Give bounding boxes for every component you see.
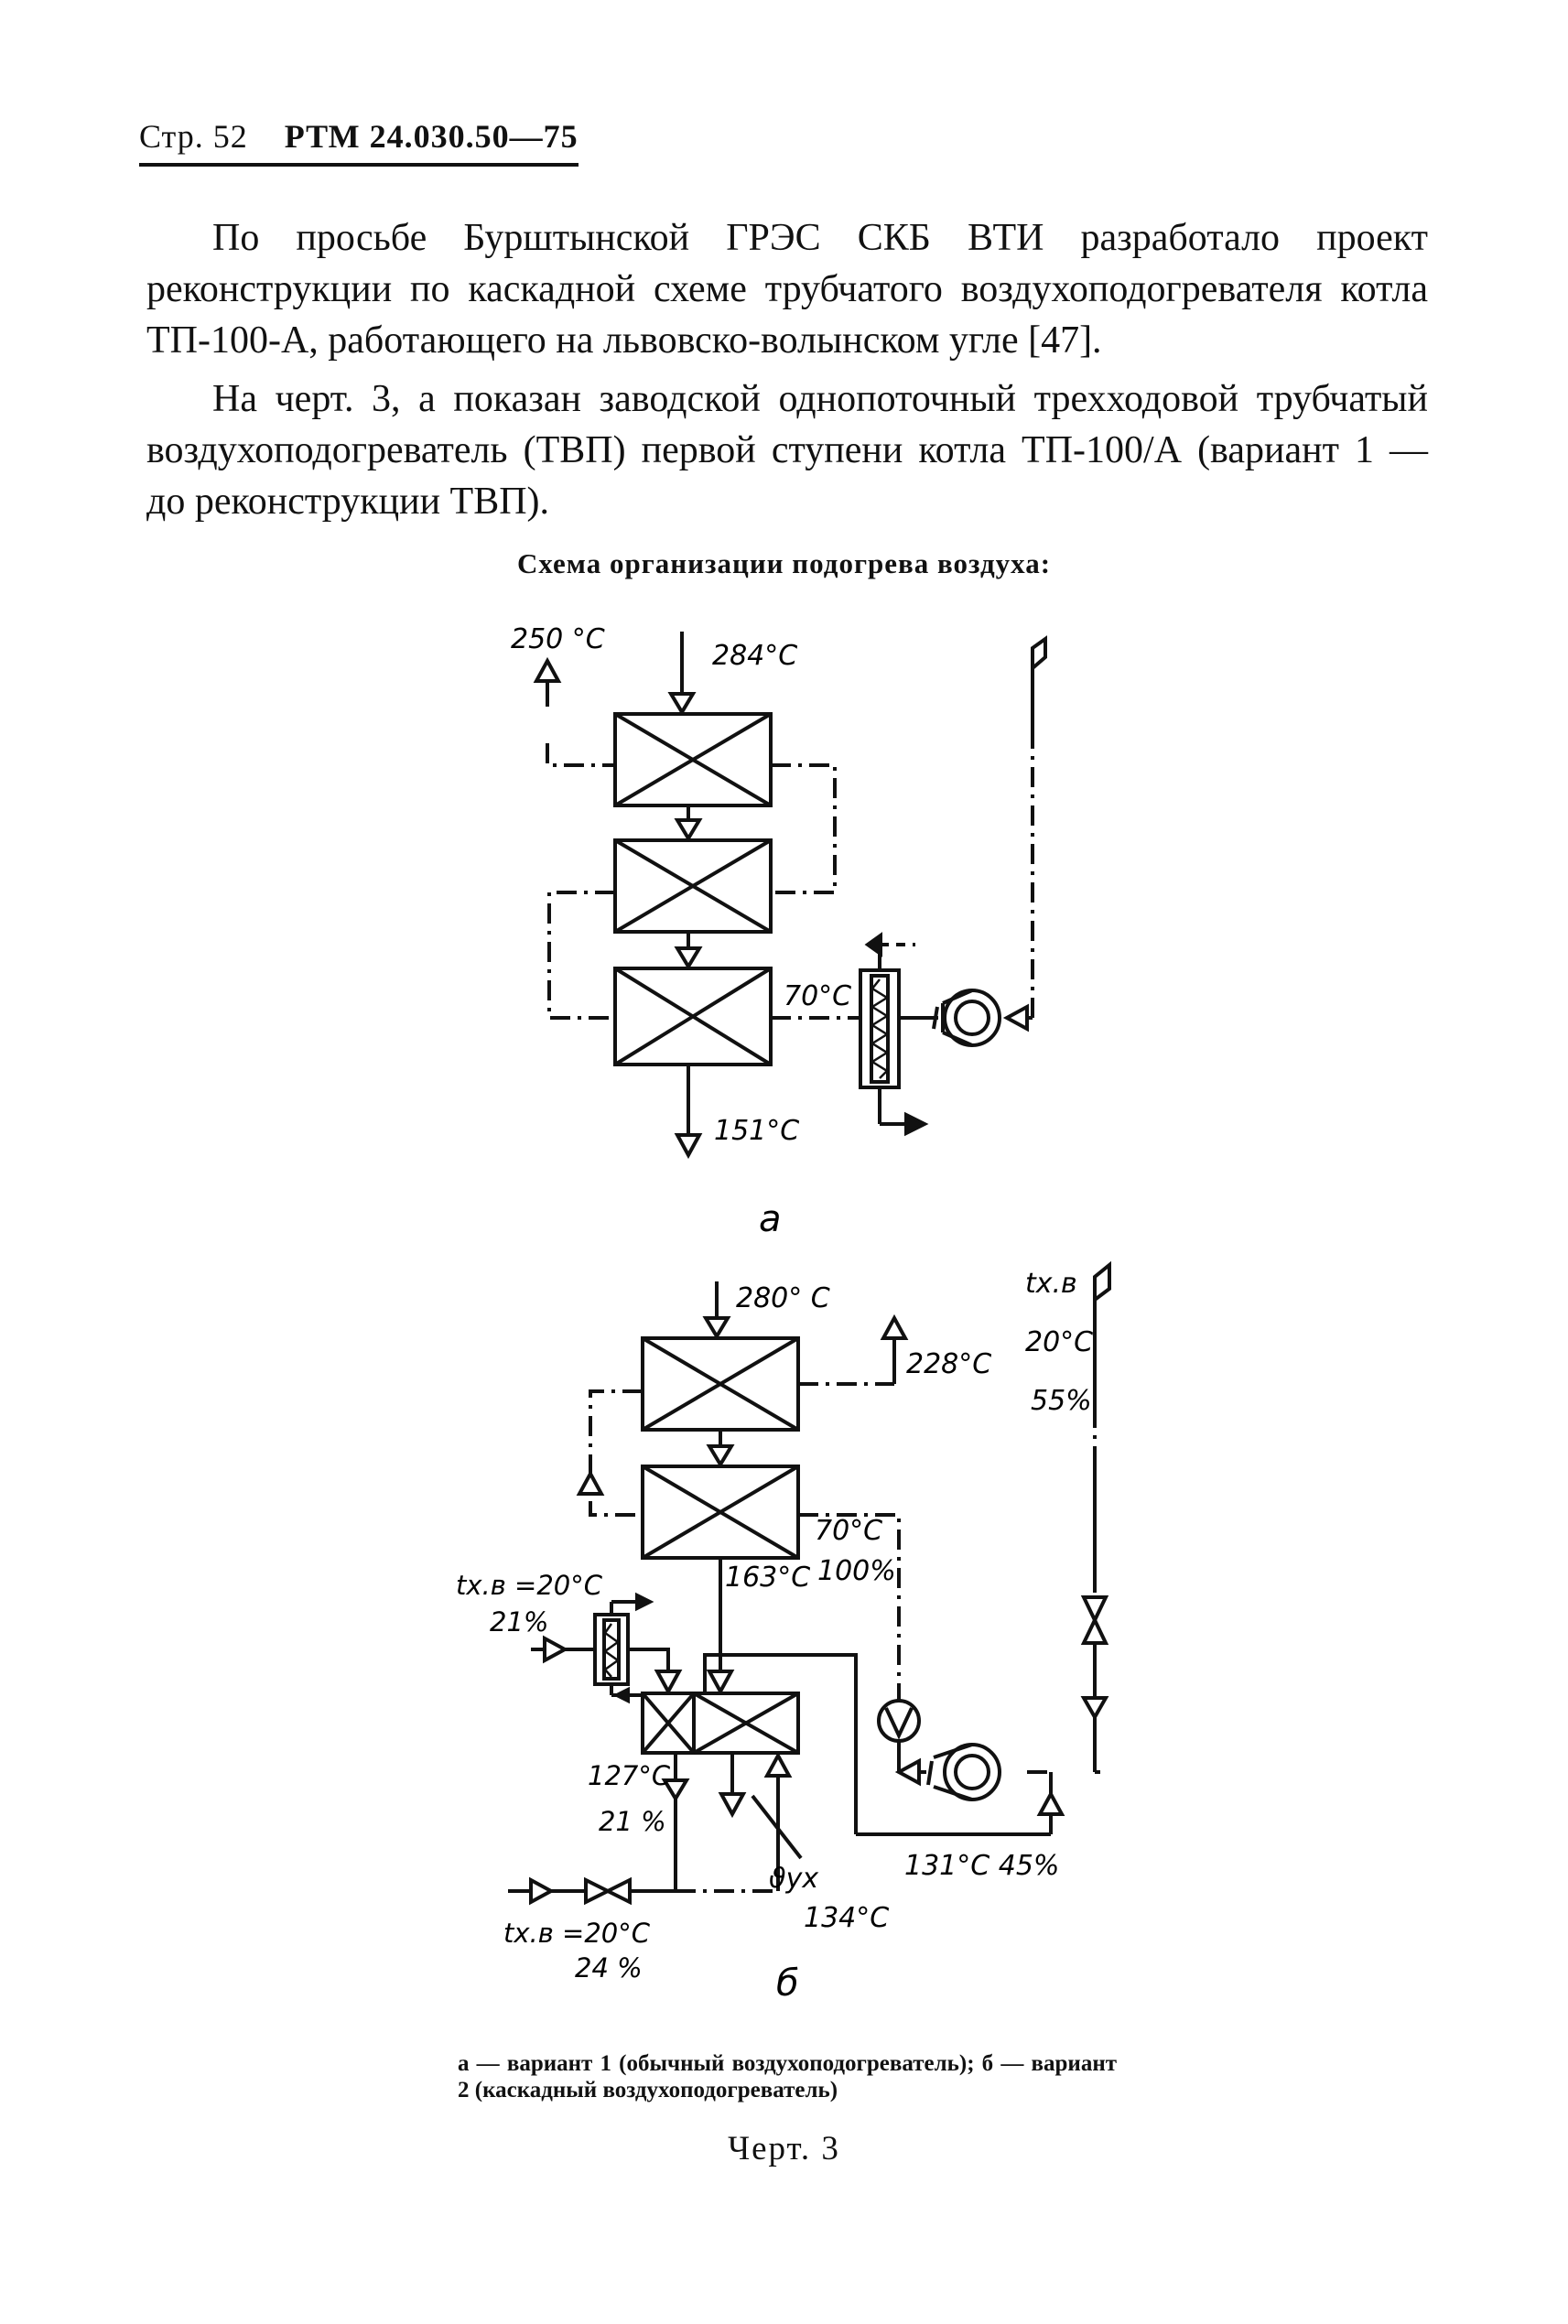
figure-legend: а — вариант 1 (обычный воздухоподогреват… [458, 2051, 1117, 2102]
b-exhaust-symbol: ϑух [769, 1863, 818, 1895]
b-mix-pct: 21 % [599, 1806, 666, 1837]
b-exhaust-temp: 134°C [804, 1902, 889, 1934]
a-sublabel: а [759, 1198, 782, 1240]
air-preheater-coil-b [593, 1613, 630, 1686]
figure-number: Черт. 3 [728, 2130, 840, 2167]
b-air-out-temp: 228°C [906, 1348, 991, 1380]
heat-exchanger-a2 [613, 838, 773, 934]
diagram-b [508, 1260, 1111, 1906]
b-gas-in-temp: 280° C [736, 1282, 830, 1314]
document-code: РТМ 24.030.50—75 [284, 118, 579, 155]
paragraph-1: По просьбе Бурштынской ГРЭС СКБ ВТИ разр… [146, 212, 1428, 366]
a-gas-in-temp: 284°C [712, 640, 797, 672]
fan-a [899, 989, 1033, 1047]
page-number: Стр. 52 [139, 118, 248, 155]
b-recirc-label: 131°C 45% [904, 1850, 1059, 1882]
valve-right [1080, 1595, 1109, 1645]
paragraph-2-text: На черт. 3, а показан заводской однопото… [146, 378, 1428, 523]
heat-exchanger-a1 [613, 712, 773, 807]
header-rule [139, 163, 579, 167]
diagram-a [533, 632, 1047, 1160]
a-air-out-temp: 250 °C [511, 623, 605, 655]
b-humidity-top: 55% [1031, 1385, 1092, 1417]
heat-exchanger-a3 [613, 967, 773, 1066]
heat-exchanger-b2 [641, 1465, 800, 1560]
b-cold-air-label: tх.в [1025, 1268, 1077, 1300]
b-air-mid-pct: 100% [817, 1555, 896, 1587]
air-intake-b [1093, 1260, 1111, 1303]
b-gas-mid-temp: 163°C [725, 1562, 810, 1594]
b-sublabel: б [776, 1962, 799, 2005]
recirculation-fan-b [877, 1699, 921, 1772]
heat-exchanger-b3 [641, 1692, 800, 1755]
air-preheater-coil-a [859, 968, 901, 1089]
figure-title: Схема организации подогрева воздуха: [516, 547, 1052, 579]
b-air-mid-temp: 70°C [815, 1515, 882, 1547]
b-bottom-air-pct: 24 % [575, 1952, 643, 1984]
b-mix-temp: 127°C [588, 1760, 671, 1791]
paragraph-1-text: По просьбе Бурштынской ГРЭС СКБ ВТИ разр… [146, 217, 1428, 362]
b-left-air-pct: 21% [490, 1606, 548, 1638]
b-cold-air-temp: 20°C [1025, 1326, 1093, 1358]
air-intake-a [1031, 635, 1047, 732]
a-air-cold-temp: 70°C [784, 980, 851, 1012]
valve-bottom [584, 1876, 632, 1906]
page-header: Стр. 52 РТМ 24.030.50—75 [139, 117, 579, 156]
main-fan-b [894, 1743, 1001, 1801]
heat-exchanger-b1 [641, 1336, 800, 1432]
a-gas-out-temp: 151°C [714, 1115, 799, 1147]
b-bottom-air-label: tх.в =20°C [503, 1918, 651, 1949]
paragraph-2: На черт. 3, а показан заводской однопото… [146, 373, 1428, 527]
b-left-air-label: tх.в =20°C [456, 1570, 603, 1601]
